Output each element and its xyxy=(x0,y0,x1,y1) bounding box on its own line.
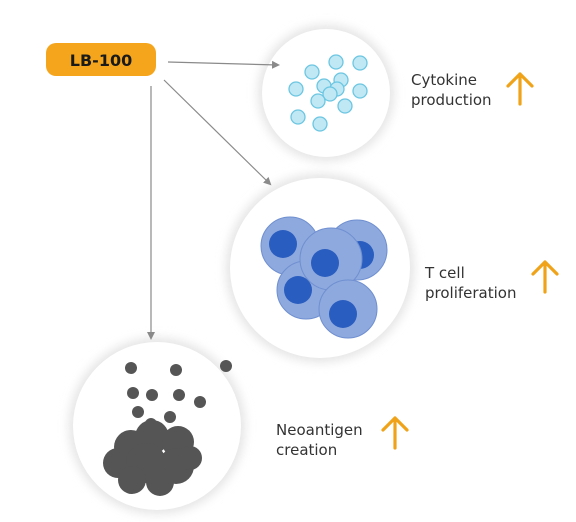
connector-to-tcell xyxy=(163,79,272,186)
connector-to-cytokine xyxy=(167,60,280,69)
up-arrow-icon xyxy=(506,72,534,106)
t-cell-cluster-icon xyxy=(260,216,388,339)
label-line: T cell xyxy=(425,264,465,282)
neoantigen-creation-label: Neoantigen creation xyxy=(276,420,363,460)
t-cell xyxy=(299,227,363,291)
connectors xyxy=(147,60,280,340)
label-line: Cytokine xyxy=(411,71,477,89)
cytokine-particles-icon xyxy=(288,54,368,132)
t-cell-proliferation-label: T cell proliferation xyxy=(425,263,516,303)
neoantigen-fragments-icon xyxy=(103,360,232,496)
label-line: creation xyxy=(276,441,338,459)
drug-badge: LB-100 xyxy=(46,43,156,76)
label-line: proliferation xyxy=(425,284,517,302)
up-arrow-icon xyxy=(531,260,559,294)
label-line: production xyxy=(411,91,492,109)
label-line: Neoantigen xyxy=(276,421,363,439)
t-cell xyxy=(318,279,378,339)
drug-label: LB-100 xyxy=(70,51,132,70)
up-arrow-icon xyxy=(381,416,409,450)
drug-badge-bg xyxy=(46,43,156,76)
cell-debris xyxy=(103,420,202,496)
cytokine-production-label: Cytokine production xyxy=(411,70,492,110)
